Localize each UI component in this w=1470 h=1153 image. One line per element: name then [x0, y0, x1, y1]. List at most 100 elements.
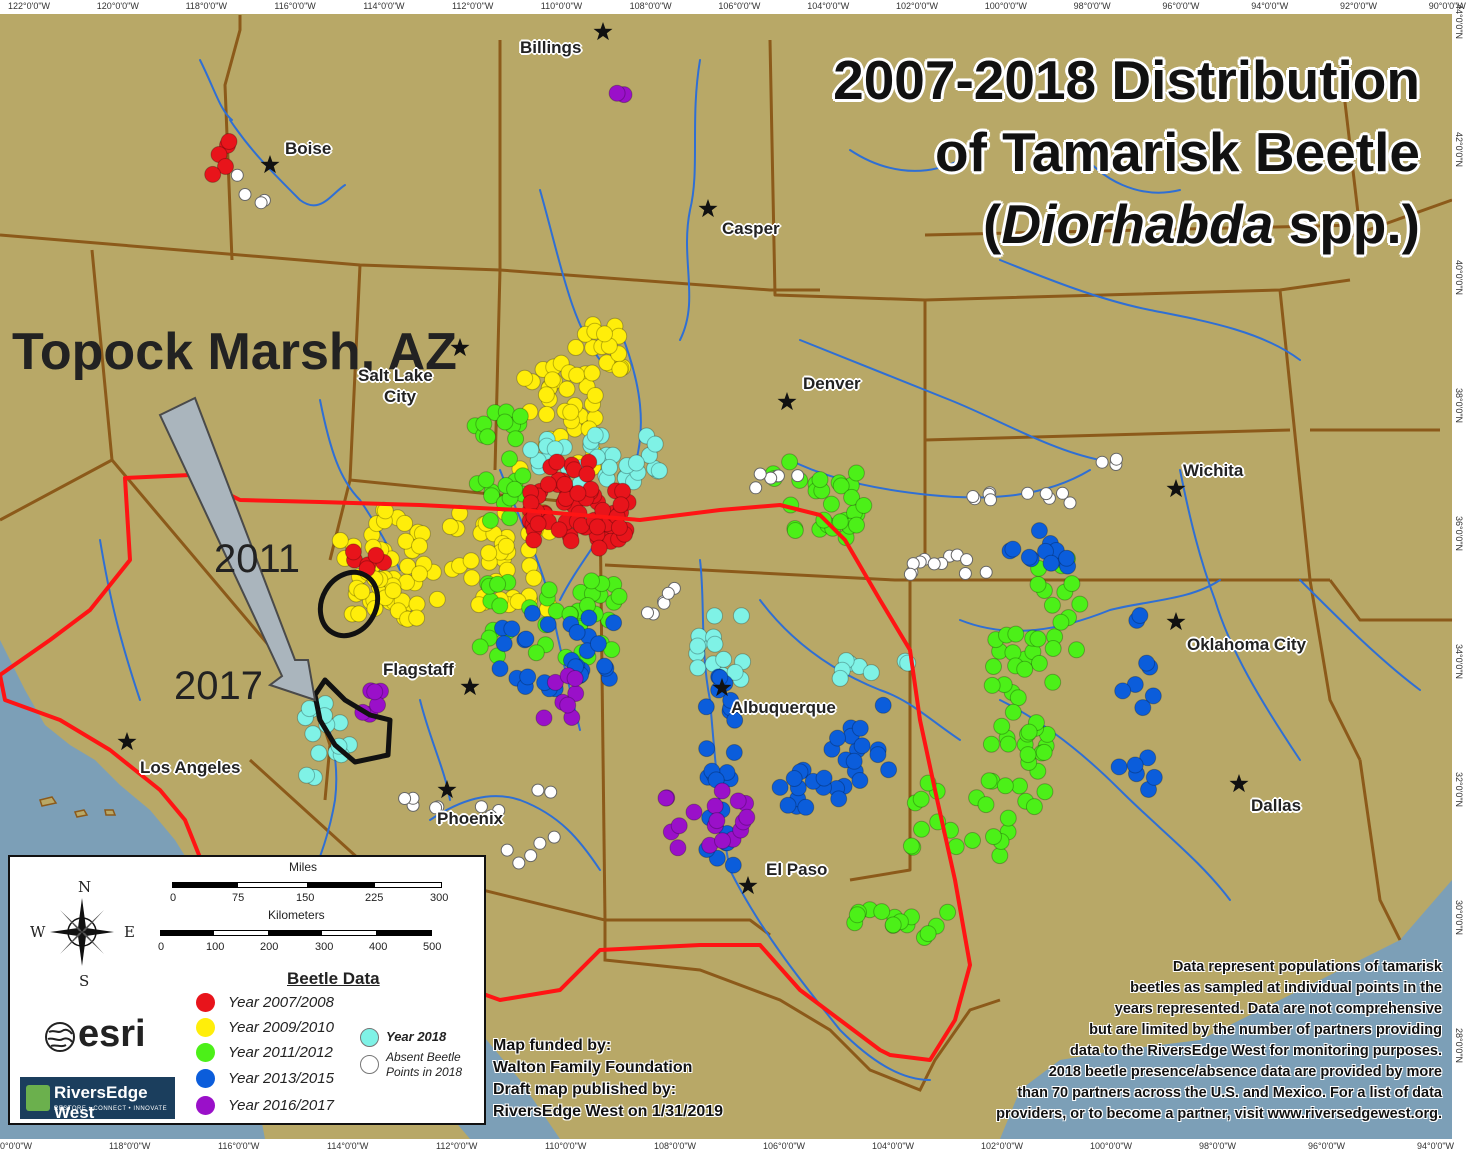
funding-credits: Map funded by: Walton Family Foundation …	[493, 1035, 723, 1123]
beetle-point	[1068, 641, 1085, 659]
beetle-point	[980, 772, 998, 790]
graticule-label: 94°0'0"W	[1251, 1, 1289, 11]
graticule-label: 116°0'0"W	[218, 1141, 260, 1151]
beetle-point	[366, 683, 384, 701]
scale-bar-miles-seg-1	[172, 882, 238, 888]
beetle-point	[489, 575, 507, 593]
title-line-2: of Tamarisk Beetle	[934, 121, 1420, 183]
esri-logo-text: esri	[78, 1013, 146, 1055]
beetle-point	[869, 746, 887, 764]
beetle-point	[463, 569, 481, 587]
scale-bar-miles-seg-2	[307, 882, 375, 888]
beetle-point	[411, 537, 428, 555]
beetle-point	[496, 413, 514, 431]
beetle-point	[829, 729, 846, 747]
note-line: than 70 partners across the U.S. and Mex…	[1017, 1085, 1442, 1101]
legend-label-absent: Absent Beetle	[386, 1050, 461, 1064]
graticule-label: 96°0'0"W	[1308, 1141, 1346, 1151]
km-tick: 400	[369, 941, 388, 953]
beetle-point	[304, 725, 322, 743]
funded-line-3: Draft map published by:	[493, 1081, 677, 1098]
beetle-point	[501, 450, 518, 468]
country-border	[248, 758, 1001, 1092]
beetle-point	[583, 364, 601, 382]
scale-km-label: Kilometers	[268, 908, 325, 922]
title-open-paren: (	[983, 193, 1002, 255]
beetle-point	[697, 698, 715, 716]
beetle-point	[725, 744, 743, 761]
km-tick: 100	[206, 941, 225, 953]
compass-w: W	[30, 923, 46, 941]
legend-swatch-2009	[196, 1018, 215, 1037]
beetle-point	[567, 339, 585, 356]
beetle-point	[550, 521, 568, 539]
graticule-label: 114°0'0"W	[363, 1, 405, 11]
beetle-point	[353, 583, 371, 601]
beetle-point	[993, 717, 1011, 735]
beetle-point	[706, 607, 723, 625]
beetle-point	[1020, 723, 1038, 741]
beetle-point	[590, 539, 608, 557]
beetle-point	[714, 832, 731, 850]
legend-label-2018: Year 2018	[386, 1029, 447, 1044]
beetle-point	[738, 808, 756, 826]
city-star-icon	[117, 732, 137, 751]
city-stars	[117, 22, 1249, 895]
beetle-point	[1114, 682, 1132, 700]
data-note: Data represent populations of tamarisk b…	[870, 957, 1442, 1125]
beetle-point	[1042, 554, 1060, 572]
legend-panel: N S W E Miles 0 75 150 225 300 Kilometer…	[8, 855, 486, 1125]
beetle-point	[848, 516, 865, 534]
beetle-point	[480, 544, 498, 562]
graticule-label: 116°0'0"W	[274, 1, 316, 11]
scale-bar-km-seg-1	[160, 930, 214, 936]
beetle-point	[1145, 768, 1163, 786]
year-2017-annotation: 2017	[174, 664, 263, 708]
beetle-point	[845, 752, 863, 770]
beetle-point	[462, 552, 480, 570]
city-star-icon	[260, 155, 280, 174]
beetle-point	[543, 371, 561, 389]
beetle-point	[785, 770, 803, 787]
beetle-point	[779, 796, 797, 814]
beetle-point	[646, 435, 664, 453]
scale-bar-km-seg-3	[376, 930, 432, 936]
graticule-label: 98°0'0"W	[1073, 1, 1111, 11]
beetle-point	[569, 484, 587, 502]
city-star-icon	[698, 199, 718, 218]
graticule-label: 30°0'0"N	[1454, 900, 1464, 936]
beetle-point	[711, 669, 729, 686]
beetle-point	[601, 458, 618, 476]
note-line: Data represent populations of tamarisk	[1172, 959, 1442, 975]
beetle-point	[546, 673, 564, 691]
beetle-point	[608, 84, 626, 102]
graticule-label: 104°0'0"W	[807, 1, 850, 11]
legend-heading: Beetle Data	[287, 969, 380, 988]
beetle-point	[855, 497, 873, 514]
beetle-point	[982, 735, 1000, 753]
topock-2011-ellipse	[317, 569, 381, 639]
beetle-point	[1029, 575, 1047, 593]
beetle-point	[1021, 486, 1035, 500]
beetle-point	[514, 467, 532, 485]
beetle-point	[689, 659, 707, 677]
graticule-label: 32°0'0"N	[1454, 772, 1464, 808]
graticule-label: 108°0'0"W	[629, 1, 672, 11]
beetle-point	[598, 354, 616, 372]
beetle-point	[1058, 549, 1076, 567]
beetle-point	[1043, 596, 1061, 614]
beetle-point	[398, 792, 412, 805]
beetle-point	[586, 426, 604, 444]
beetle-point	[220, 133, 238, 150]
beetle-point	[657, 789, 675, 807]
beetle-point	[611, 360, 629, 378]
note-line: 2018 beetle presence/absence data are pr…	[1048, 1064, 1442, 1080]
site-annotation: Topock Marsh, AZ	[12, 323, 457, 381]
funded-line-1: Map funded by:	[493, 1037, 612, 1054]
beetle-point	[903, 567, 917, 581]
city-star-icon	[712, 678, 732, 697]
graticule-label: 102°0'0"W	[896, 1, 939, 11]
beetle-point	[548, 453, 566, 471]
beetle-point	[562, 403, 580, 421]
beetle-point	[605, 614, 623, 632]
